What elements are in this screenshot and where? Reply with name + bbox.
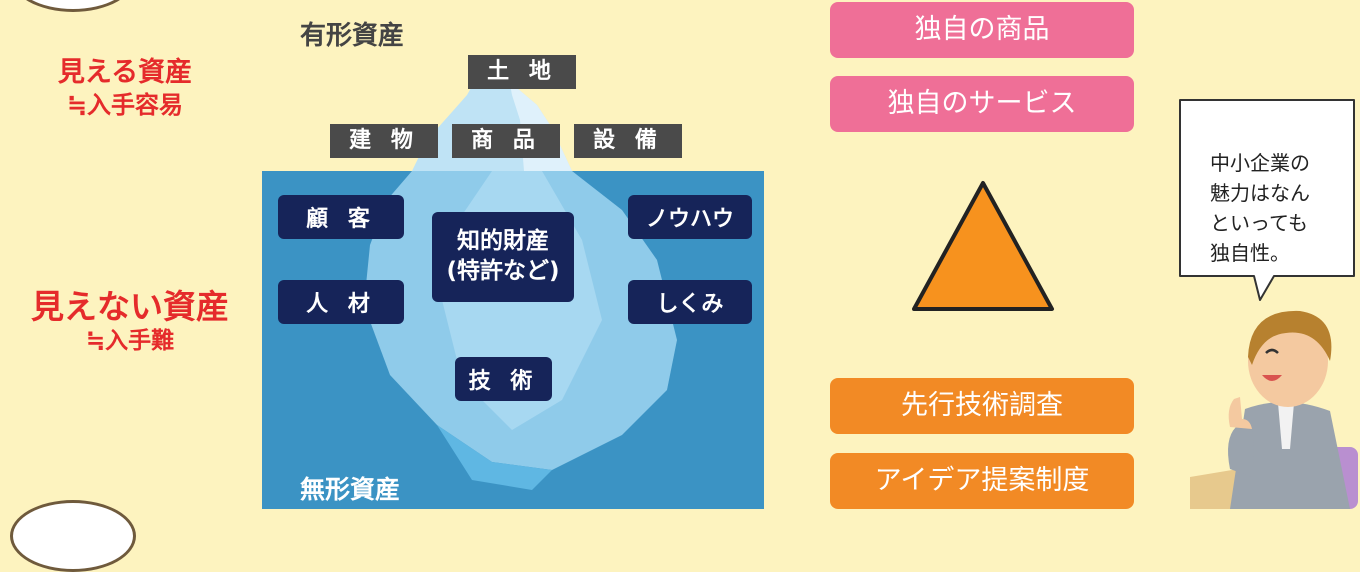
invisible-asset-subtitle: ≒入手難 [85, 328, 175, 355]
tag-equipment: 設 備 [574, 124, 682, 158]
visible-asset-label: 見える資産 ≒入手容易 [20, 56, 230, 120]
shirt [1278, 403, 1294, 449]
suit-body [1230, 401, 1350, 509]
businessman-illustration [1190, 310, 1358, 509]
corner-decoration-bottom [10, 500, 136, 572]
idea-proposal-box: アイデア提案制度 [830, 453, 1134, 509]
speech-line-4: 独自性。 [1210, 241, 1290, 265]
unique-product-box: 独自の商品 [830, 2, 1134, 58]
box-systems: しくみ [628, 280, 752, 324]
box-customers: 顧 客 [278, 195, 404, 239]
tangible-asset-heading: 有形資産 [300, 21, 405, 51]
box-human-resources: 人 材 [278, 280, 404, 324]
hair [1248, 310, 1332, 365]
box-knowhow: ノウハウ [628, 195, 752, 239]
arm [1228, 427, 1254, 477]
tag-land: 土 地 [468, 55, 576, 89]
box-ip-line1: 知的財産 [457, 228, 549, 255]
speech-bubble-text: 中小企業の 魅力はなん といっても 独自性。 [1210, 148, 1330, 268]
corner-decoration-top [10, 0, 136, 12]
visible-asset-title: 見える資産 [57, 57, 193, 88]
box-intellectual-property: 知的財産 (特許など) [432, 212, 574, 302]
speech-line-2: 魅力はなん [1210, 181, 1310, 205]
speech-bubble [1179, 99, 1355, 301]
box-technology: 技 術 [455, 357, 552, 401]
unique-service-box: 独自のサービス [830, 76, 1134, 132]
speech-line-3: といっても [1210, 211, 1308, 235]
tag-building: 建 物 [330, 124, 438, 158]
prior-art-search-box: 先行技術調査 [830, 378, 1134, 434]
invisible-asset-title: 見えない資産 [31, 287, 229, 326]
triangle-icon [912, 181, 1054, 311]
box-ip-line2: (特許など) [446, 258, 560, 284]
eye [1265, 348, 1279, 354]
iceberg-diagram: 有形資産 土 地 建 物 商 品 設 備 顧 客 人 材 知的財産 (特許など)… [262, 0, 764, 509]
iceberg-bottom [437, 425, 552, 490]
speech-line-1: 中小企業の [1210, 151, 1310, 175]
hand [1228, 397, 1252, 429]
mouth [1262, 375, 1282, 381]
visible-asset-subtitle: ≒入手容易 [66, 90, 184, 119]
invisible-asset-label: 見えない資産 ≒入手難 [5, 286, 255, 356]
tag-product: 商 品 [452, 124, 560, 158]
intangible-asset-heading: 無形資産 [300, 475, 401, 504]
